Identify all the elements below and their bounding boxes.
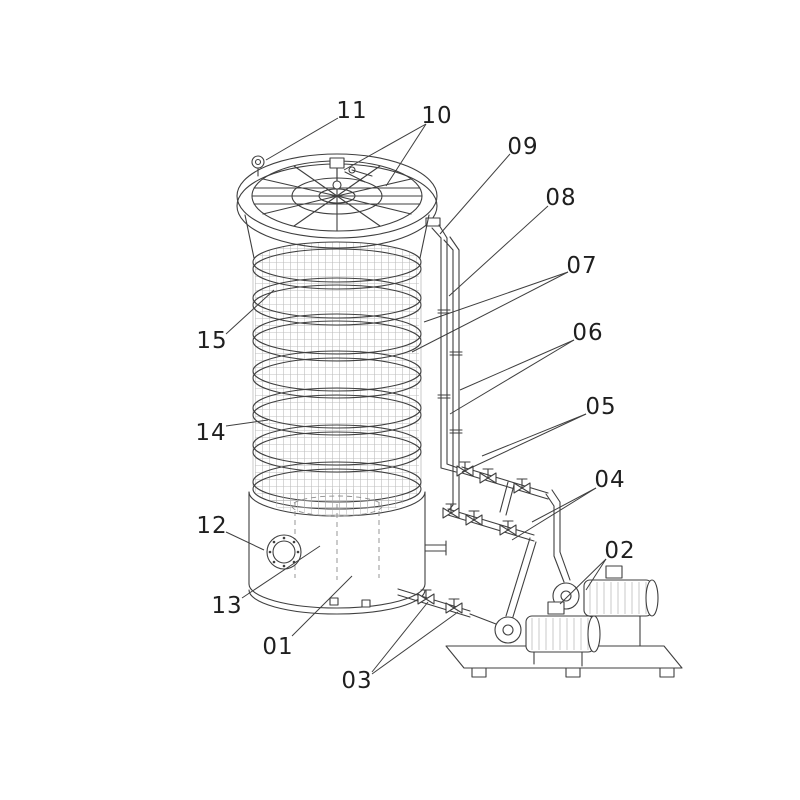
pump-skid bbox=[445, 565, 683, 678]
callout-03: 03 bbox=[341, 668, 373, 694]
callout-05: 05 bbox=[585, 394, 617, 420]
suction-line bbox=[397, 588, 497, 625]
callout-10: 10 bbox=[421, 103, 453, 129]
callout-12: 12 bbox=[196, 513, 228, 539]
lid-assembly bbox=[236, 153, 441, 259]
pump-unit-b bbox=[494, 601, 601, 667]
callout-07: 07 bbox=[566, 253, 598, 279]
callout-01: 01 bbox=[262, 634, 294, 660]
callout-09: 09 bbox=[507, 134, 539, 160]
callout-02: 02 bbox=[604, 538, 636, 564]
valve-manifold bbox=[442, 461, 571, 621]
callout-04: 04 bbox=[594, 467, 626, 493]
tank bbox=[248, 489, 447, 615]
callout-06: 06 bbox=[572, 320, 604, 346]
callout-08: 08 bbox=[545, 185, 577, 211]
callout-14: 14 bbox=[195, 420, 227, 446]
callout-15: 15 bbox=[196, 328, 228, 354]
pump-unit-a bbox=[552, 565, 659, 647]
leader-lines bbox=[225, 117, 607, 675]
tray-stack bbox=[252, 241, 422, 510]
callout-11: 11 bbox=[336, 98, 368, 124]
callout-13: 13 bbox=[211, 593, 243, 619]
